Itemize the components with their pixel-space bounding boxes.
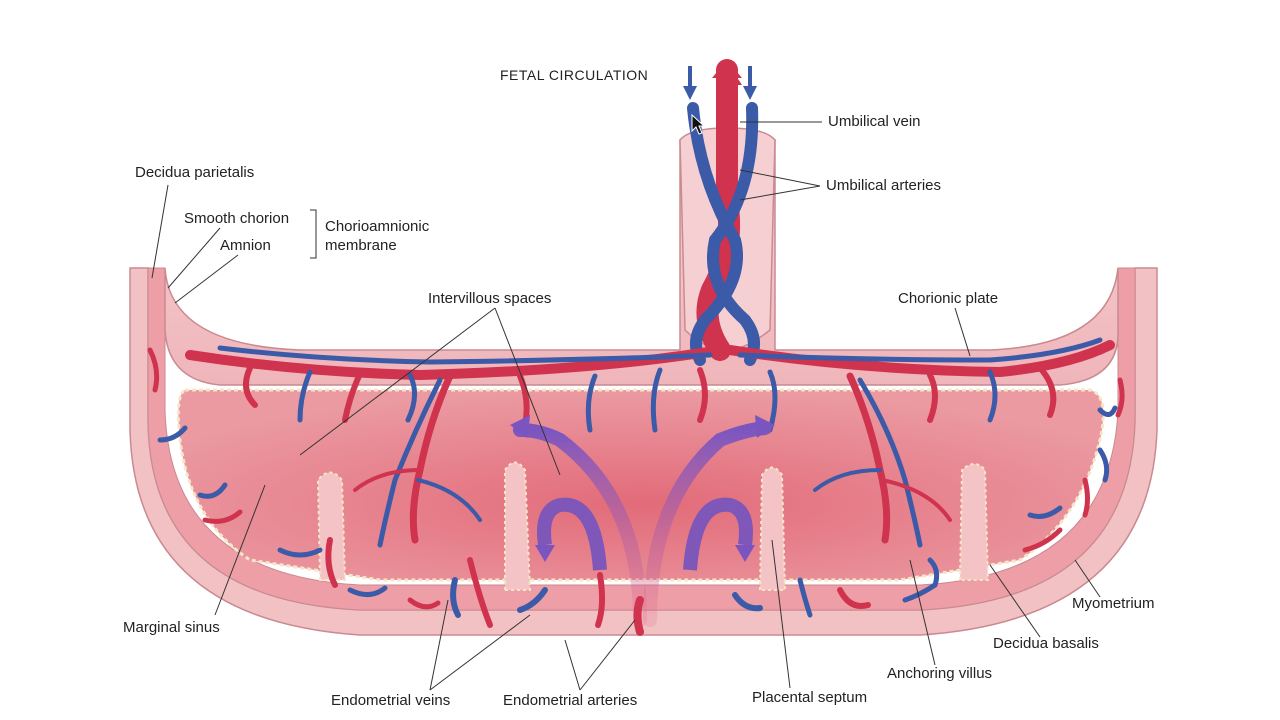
- label-myometrium: Myometrium: [1072, 595, 1155, 612]
- placental-septum-right: [758, 466, 787, 591]
- fetal-arrow-down-left-head: [683, 86, 697, 100]
- chorionic-plate: [164, 139, 1119, 386]
- label-fetal-circulation: FETAL CIRCULATION: [500, 67, 649, 83]
- label-amnion: Amnion: [220, 237, 271, 254]
- label-decidua-basalis: Decidua basalis: [993, 635, 1099, 652]
- label-umbilical-vein: Umbilical vein: [828, 113, 921, 130]
- label-chorioamnionic-membrane-line1: Chorioamnionic: [325, 218, 430, 235]
- label-placental-septum: Placental septum: [752, 689, 868, 706]
- label-umbilical-arteries: Umbilical arteries: [826, 177, 942, 194]
- chorionic-vessels: [185, 337, 1115, 548]
- mouse-cursor-icon: [691, 114, 705, 135]
- label-anchoring-villus: Anchoring villus: [887, 665, 993, 682]
- leader-lines: [151, 121, 1101, 691]
- placental-septum-far-left: [316, 471, 347, 581]
- label-decidua-parietalis: Decidua parietalis: [135, 164, 255, 181]
- fetal-arrow-up-head: [712, 60, 742, 78]
- label-endometrial-arteries: Endometrial arteries: [503, 692, 638, 709]
- label-marginal-sinus: Marginal sinus: [123, 619, 220, 636]
- label-endometrial-veins: Endometrial veins: [331, 692, 451, 709]
- umbilical-artery-left: [687, 102, 743, 366]
- fetal-arrow-up: [720, 62, 742, 85]
- label-smooth-chorion: Smooth chorion: [184, 210, 290, 227]
- label-intervillous-spaces: Intervillous spaces: [428, 290, 552, 307]
- endometrial-vessels: [147, 347, 1125, 636]
- label-chorioamnionic-membrane-line2: membrane: [325, 237, 397, 254]
- label-chorionic-plate: Chorionic plate: [898, 290, 999, 307]
- placental-septum-left: [504, 461, 532, 591]
- fetal-arrow-down-right-head: [743, 86, 757, 100]
- umbilical-artery-right: [707, 102, 760, 366]
- placental-septum-far-right: [958, 463, 990, 581]
- maternal-flow: [510, 415, 775, 627]
